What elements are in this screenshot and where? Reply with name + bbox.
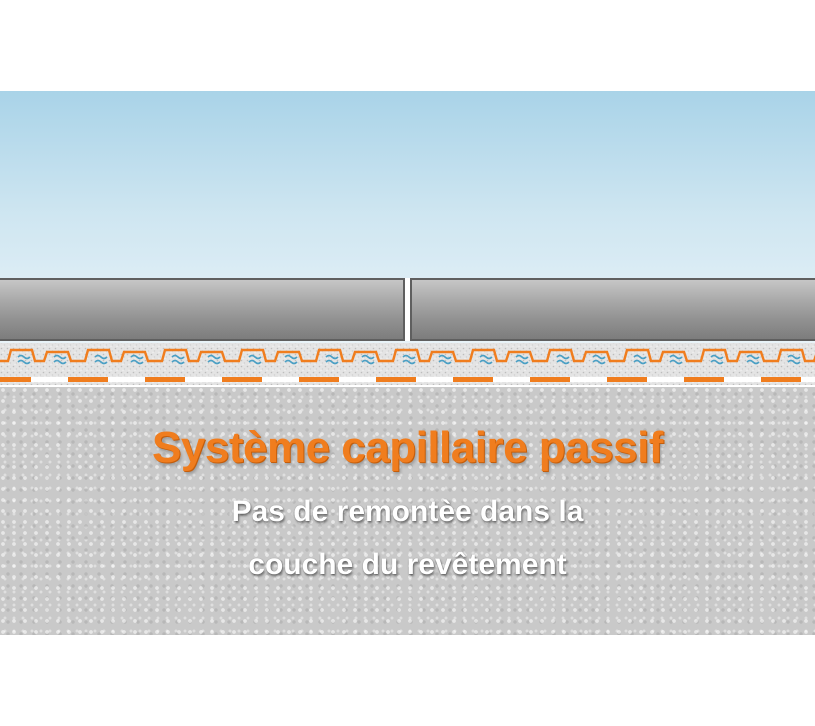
diagram-title: Système capillaire passif bbox=[152, 423, 663, 472]
gap-block bbox=[570, 377, 607, 382]
water-wave-icon bbox=[438, 354, 452, 365]
water-wave-icon bbox=[248, 354, 262, 365]
tile-joint bbox=[405, 278, 410, 341]
base-strip bbox=[68, 377, 108, 382]
water-wave-icon bbox=[284, 354, 298, 365]
base-strip bbox=[299, 377, 339, 382]
water-wave-icon bbox=[94, 354, 108, 365]
gap-block bbox=[724, 377, 761, 382]
gap-block bbox=[185, 377, 222, 382]
water-wave-icon bbox=[515, 354, 529, 365]
water-wave-icon bbox=[361, 354, 375, 365]
water-wave-icon bbox=[171, 354, 185, 365]
water-wave-icon bbox=[53, 354, 67, 365]
concrete-substrate bbox=[0, 387, 815, 635]
gap-block bbox=[647, 377, 684, 382]
matting-profile bbox=[539, 348, 616, 363]
matting-profile bbox=[385, 348, 462, 363]
gap-block bbox=[108, 377, 145, 382]
matting-profile bbox=[0, 348, 77, 363]
capillary-matting-icon bbox=[0, 343, 815, 385]
water-wave-icon bbox=[325, 354, 339, 365]
matting-profile bbox=[154, 348, 231, 363]
base-strip bbox=[376, 377, 416, 382]
gap-block bbox=[493, 377, 530, 382]
matting-units bbox=[0, 348, 815, 382]
gap-block bbox=[801, 377, 815, 382]
water-wave-icon bbox=[592, 354, 606, 365]
water-wave-icon bbox=[17, 354, 31, 365]
floor-tile-left bbox=[0, 278, 405, 341]
water-wave-icon bbox=[130, 354, 144, 365]
diagram-subtitle-line1: Pas de remontèe dans la bbox=[231, 495, 584, 528]
water-wave-icon bbox=[402, 354, 416, 365]
gap-block bbox=[339, 377, 376, 382]
water-wave-icon bbox=[479, 354, 493, 365]
capillary-system-illustration bbox=[0, 91, 815, 635]
water-wave-icon bbox=[633, 354, 647, 365]
matting-profile bbox=[616, 348, 693, 363]
floor-tile-right bbox=[410, 278, 815, 341]
gap-block bbox=[416, 377, 453, 382]
base-strip bbox=[761, 377, 801, 382]
base-strip bbox=[607, 377, 647, 382]
water-wave-icon bbox=[746, 354, 760, 365]
gap-block bbox=[31, 377, 68, 382]
matting-profile bbox=[770, 348, 815, 363]
water-wave-icon bbox=[207, 354, 221, 365]
water-wave-icon bbox=[787, 354, 801, 365]
gap-block bbox=[262, 377, 299, 382]
base-strip bbox=[530, 377, 570, 382]
base-strip bbox=[145, 377, 185, 382]
water-wave-icon bbox=[669, 354, 683, 365]
base-strip bbox=[684, 377, 724, 382]
base-strip bbox=[0, 377, 31, 382]
matting-profile bbox=[77, 348, 154, 363]
base-strip bbox=[222, 377, 262, 382]
water-wave-icon bbox=[710, 354, 724, 365]
water-wave-icon bbox=[556, 354, 570, 365]
matting-profile bbox=[462, 348, 539, 363]
matting-profile bbox=[231, 348, 308, 363]
diagram-subtitle-line2: couche du revêtement bbox=[248, 548, 567, 581]
base-strip bbox=[453, 377, 493, 382]
matting-profile bbox=[308, 348, 385, 363]
matting-profile bbox=[693, 348, 770, 363]
